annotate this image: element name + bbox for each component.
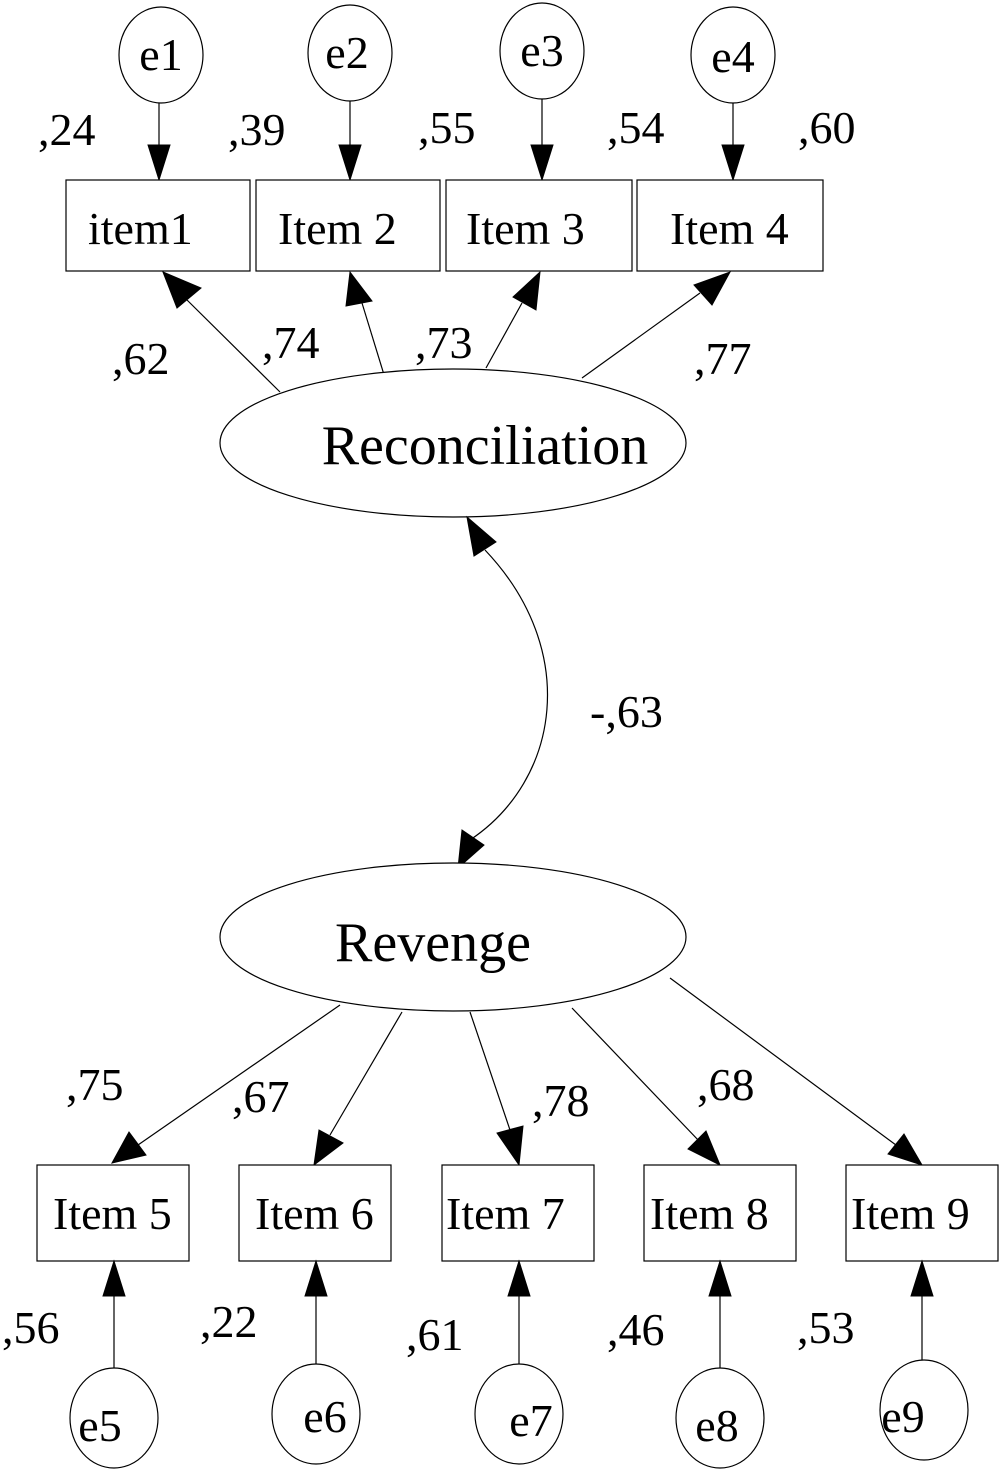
arrowhead-e8-item8 xyxy=(708,1259,732,1297)
arrowhead-e7-item7 xyxy=(507,1259,531,1297)
arrowhead-revenge-item6 xyxy=(313,1129,344,1167)
item-4-box: Item 4 xyxy=(636,179,824,272)
correlation-value: -,63 xyxy=(590,686,663,737)
latent-reconciliation-label: Reconciliation xyxy=(322,415,649,477)
arrowhead-e1-item1 xyxy=(147,144,171,182)
item-7-label: Item 7 xyxy=(446,1188,565,1239)
error-e2-label: e2 xyxy=(325,27,368,78)
loading-item7: ,78 xyxy=(532,1075,590,1126)
arrowhead-revenge-item7 xyxy=(496,1125,524,1167)
r2-item9: ,53 xyxy=(797,1302,855,1353)
item-5-box: Item 5 xyxy=(36,1164,190,1262)
arrowhead-e2-item2 xyxy=(338,144,362,182)
correlation-arc xyxy=(469,549,549,841)
arrow-revenge-item8 xyxy=(571,1007,701,1143)
error-e7: e7 xyxy=(474,1363,564,1465)
latent-revenge-label: Revenge xyxy=(335,912,531,974)
arrowhead-revenge-item5 xyxy=(111,1131,147,1164)
arrowhead-revenge-item8 xyxy=(687,1130,721,1167)
error-e5-label: e5 xyxy=(78,1400,121,1451)
loading-item1: ,62 xyxy=(112,333,170,384)
arrowhead-reconciliation-item1 xyxy=(162,271,202,309)
loading-item4: ,77 xyxy=(694,333,752,384)
arrowhead-reconciliation-item4 xyxy=(693,271,732,306)
arrowhead-e9-item9 xyxy=(910,1259,934,1297)
error-e1-label: e1 xyxy=(139,29,182,80)
error-e6-label: e6 xyxy=(303,1391,346,1442)
error-e3: e3 xyxy=(499,2,585,100)
arrow-revenge-item5 xyxy=(137,1004,341,1146)
error-e9: e9 xyxy=(879,1359,969,1461)
arrowhead-e5-item5 xyxy=(102,1259,126,1297)
correlation-arrowhead-top xyxy=(466,515,497,557)
loading-item8: ,68 xyxy=(697,1059,755,1110)
item-1-label: item1 xyxy=(88,203,193,254)
error-e2: e2 xyxy=(307,4,393,102)
arrow-reconciliation-item3 xyxy=(485,302,523,369)
item-9-box: Item 9 xyxy=(845,1164,999,1262)
item-2-box: Item 2 xyxy=(255,179,441,272)
error-e8: e8 xyxy=(675,1367,765,1469)
arrowhead-e3-item3 xyxy=(530,144,554,182)
error-e4: e4 xyxy=(690,6,776,104)
error-e4-label: e4 xyxy=(711,31,754,82)
item-8-box: Item 8 xyxy=(643,1164,797,1262)
loading-item3: ,73 xyxy=(415,317,473,368)
item-1-box: item1 xyxy=(65,179,251,272)
r2-item7: ,61 xyxy=(406,1309,464,1360)
r2-item4: ,54 xyxy=(607,102,665,153)
loading-item6: ,67 xyxy=(232,1071,290,1122)
arrowhead-revenge-item9 xyxy=(887,1133,924,1166)
item-7-box: Item 7 xyxy=(441,1164,595,1262)
r2-item3: ,55 xyxy=(418,102,476,153)
item-5-label: Item 5 xyxy=(53,1188,172,1239)
r2-item8: ,46 xyxy=(607,1304,665,1355)
item-3-box: Item 3 xyxy=(445,179,633,272)
latent-reconciliation: Reconciliation xyxy=(219,368,687,518)
r2-reconciliation: ,60 xyxy=(798,102,856,153)
r2-item2: ,39 xyxy=(228,104,286,155)
loading-item2: ,74 xyxy=(262,317,320,368)
item-9-label: Item 9 xyxy=(851,1188,970,1239)
arrowhead-reconciliation-item3 xyxy=(512,270,541,311)
r2-item5: ,56 xyxy=(2,1302,60,1353)
error-e9-label: e9 xyxy=(881,1391,924,1442)
arrowhead-reconciliation-item2 xyxy=(345,270,373,307)
item-2-label: Item 2 xyxy=(278,203,397,254)
arrow-revenge-item9 xyxy=(669,977,901,1149)
error-e5: e5 xyxy=(69,1367,159,1469)
error-e1: e1 xyxy=(118,6,204,104)
r2-item6: ,22 xyxy=(200,1296,258,1347)
error-e7-label: e7 xyxy=(509,1395,552,1446)
r2-item1: ,24 xyxy=(38,104,96,155)
arrowhead-e6-item6 xyxy=(304,1259,328,1297)
arrow-reconciliation-item2 xyxy=(361,302,386,379)
item-6-label: Item 6 xyxy=(255,1188,374,1239)
error-e6: e6 xyxy=(271,1363,361,1465)
arrow-revenge-item6 xyxy=(329,1011,403,1136)
error-e8-label: e8 xyxy=(695,1400,738,1451)
correlation-arrowhead-bottom xyxy=(457,829,485,870)
loading-item5: ,75 xyxy=(66,1059,124,1110)
item-3-label: Item 3 xyxy=(466,203,585,254)
latent-revenge: Revenge xyxy=(219,862,687,1012)
arrow-reconciliation-item4 xyxy=(581,292,701,379)
item-6-box: Item 6 xyxy=(238,1164,392,1262)
item-8-label: Item 8 xyxy=(650,1188,769,1239)
item-4-label: Item 4 xyxy=(670,203,789,254)
error-e3-label: e3 xyxy=(520,25,563,76)
arrow-revenge-item7 xyxy=(469,1011,511,1131)
arrow-reconciliation-item1 xyxy=(184,297,281,393)
arrowhead-e4-item4 xyxy=(721,144,745,182)
